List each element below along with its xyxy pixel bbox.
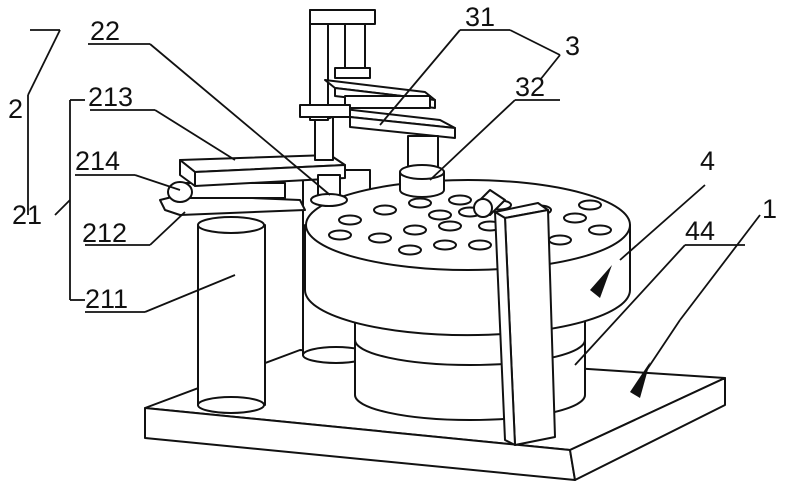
label-213: 213 bbox=[88, 82, 133, 112]
turntable-hole bbox=[373, 204, 397, 216]
label-2: 2 bbox=[8, 94, 23, 124]
vertical-guard-bar bbox=[494, 202, 556, 446]
turntable-hole bbox=[468, 239, 492, 251]
label-3: 3 bbox=[565, 31, 580, 61]
turntable bbox=[304, 179, 631, 337]
roller bbox=[473, 189, 506, 218]
turntable-hole bbox=[428, 209, 452, 221]
turntable-hole bbox=[338, 214, 362, 226]
label-4: 4 bbox=[700, 146, 715, 176]
label-21: 21 bbox=[12, 200, 42, 230]
label-212: 212 bbox=[82, 218, 127, 248]
label-31: 31 bbox=[465, 2, 495, 32]
label-1: 1 bbox=[762, 194, 777, 224]
turntable-hole bbox=[548, 234, 572, 246]
label-44: 44 bbox=[685, 216, 715, 246]
label-32: 32 bbox=[515, 72, 545, 102]
turntable-hole bbox=[438, 220, 462, 232]
label-211: 211 bbox=[85, 284, 128, 314]
leader-lines bbox=[27, 29, 761, 398]
turntable-hole bbox=[433, 239, 457, 251]
turntable-hole bbox=[578, 199, 602, 211]
swing-arm-assembly bbox=[159, 110, 348, 216]
reference-labels: 22 31 3 2 213 32 214 4 21 212 44 1 211 bbox=[8, 2, 777, 314]
turntable-hole bbox=[563, 212, 587, 224]
turntable-hole bbox=[448, 194, 472, 206]
label-22: 22 bbox=[90, 16, 120, 46]
left-column bbox=[197, 216, 266, 414]
turntable-hole bbox=[398, 244, 422, 256]
turntable-hole bbox=[368, 232, 392, 244]
label-214: 214 bbox=[75, 146, 120, 176]
turntable-hole bbox=[403, 224, 427, 236]
turntable-hole bbox=[328, 229, 352, 241]
turntable-hole bbox=[588, 224, 612, 236]
turntable-hole bbox=[408, 197, 432, 209]
